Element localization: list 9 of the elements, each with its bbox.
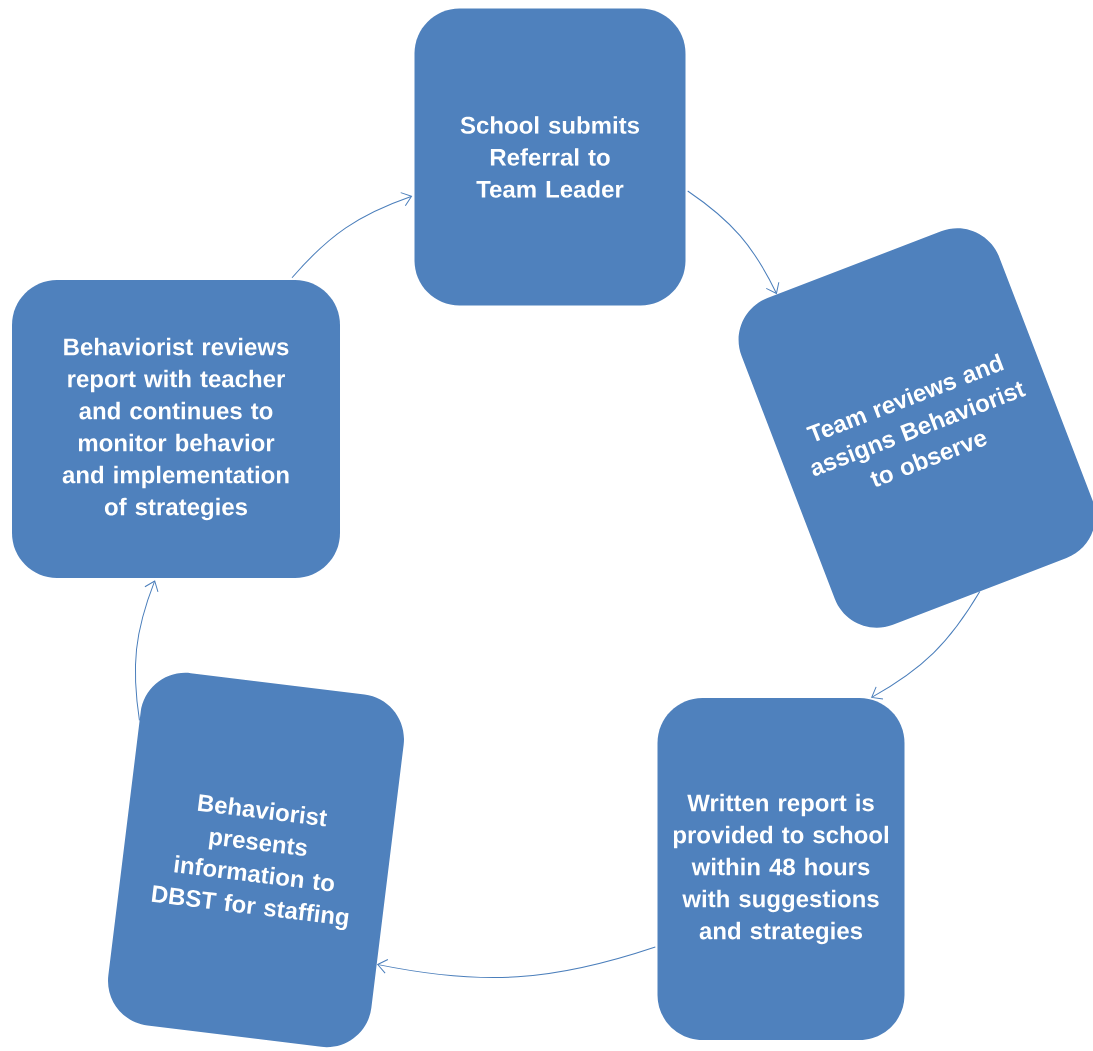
arrow (871, 591, 981, 700)
process-box: Behaviorist reviews report with teacher and continues to monitor behavior and implementation of strategies (12, 280, 340, 578)
process-box: Written report is provided to school within 48 hours with suggestions and strategies (657, 698, 905, 1040)
process-box: School submits Referral to Team Leader (414, 8, 686, 306)
arrow (291, 192, 413, 279)
arrow (377, 946, 656, 979)
arrow (134, 580, 159, 721)
process-box: Behaviorist presents information to DBST for staffing (108, 672, 404, 1048)
arrow (687, 190, 780, 294)
